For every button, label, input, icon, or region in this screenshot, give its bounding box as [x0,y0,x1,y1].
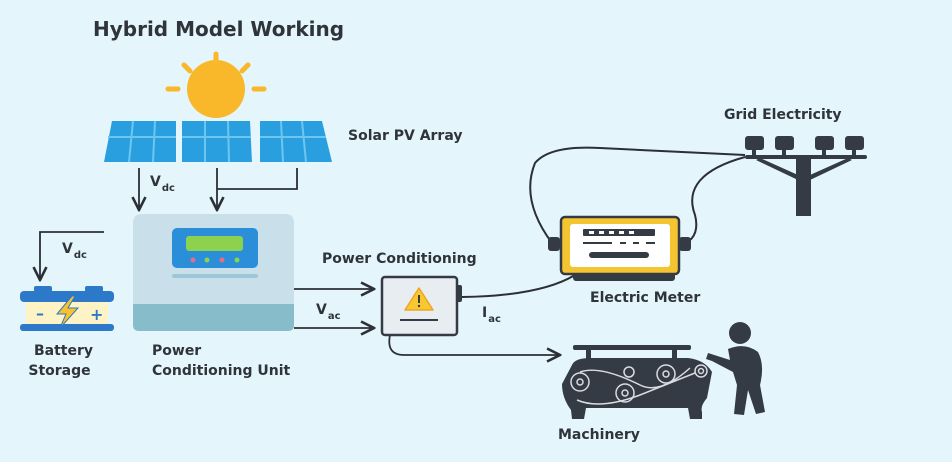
label-battery-line1: Battery [34,343,94,359]
signal-main: V [316,302,327,318]
electric-meter-icon [548,215,691,281]
label-electric-meter: Electric Meter [590,290,701,306]
ac-wires [294,289,560,355]
signal-main: V [62,241,73,257]
power-conditioning-box-icon [380,275,462,337]
label-pcu-line2: Conditioning Unit [152,363,291,379]
signal-main: V [150,174,161,190]
battery-icon: – + [20,286,114,331]
signal-vac: Vac [316,302,341,322]
signal-vdc-panel: Vdc [150,174,175,194]
signal-main: I [482,305,488,321]
label-power-conditioning: Power Conditioning [322,251,477,267]
diagram-title: Hybrid Model Working [93,17,345,41]
power-conditioning-unit-icon [133,214,294,331]
label-battery-line2: Storage [28,363,91,379]
signal-sub: ac [327,311,341,322]
utility-pole-icon [745,136,867,216]
sun-icon [165,51,267,118]
svg-text:–: – [36,304,44,323]
solar-panel-icon [104,120,332,163]
label-pcu-line1: Power [152,343,202,359]
label-grid-electricity: Grid Electricity [724,107,842,123]
dc-wires [40,168,298,280]
svg-text:+: + [90,305,103,324]
signal-sub: dc [73,250,87,261]
label-battery-storage: Battery Storage [28,341,94,381]
label-solar-pv-array: Solar PV Array [348,128,463,144]
operator-person-icon [706,322,765,415]
label-power-conditioning-unit: Power Conditioning Unit [152,341,290,381]
label-machinery: Machinery [558,427,640,443]
signal-sub: ac [488,314,501,325]
grid-wires [461,146,746,298]
machinery-icon [562,345,712,419]
signal-sub: dc [161,183,175,194]
signal-iac: Iac [482,305,501,325]
signal-vdc-battery: Vdc [62,241,87,261]
